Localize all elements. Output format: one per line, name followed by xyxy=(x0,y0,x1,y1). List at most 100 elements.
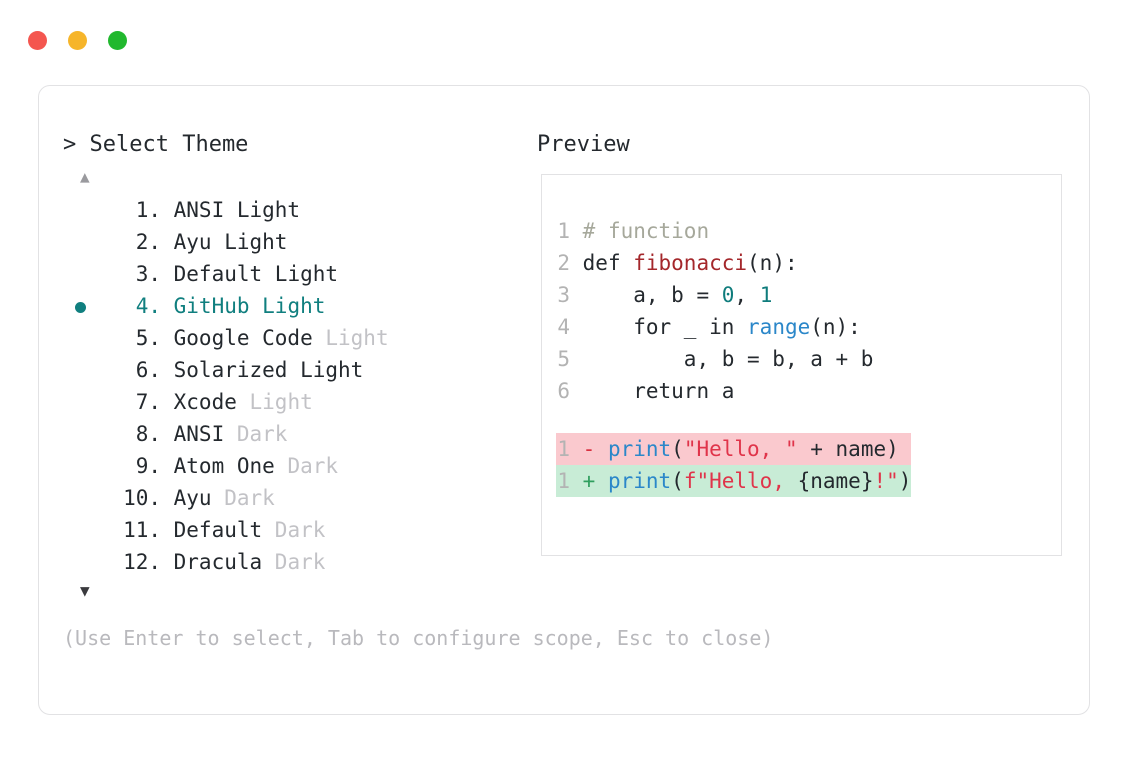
code-text: - print("Hello, " + name) xyxy=(570,437,899,461)
code-token: for _ in xyxy=(582,315,748,339)
code-text: + print(f"Hello, {name}!") xyxy=(570,469,912,493)
code-token: print xyxy=(607,437,672,461)
code-token: ( xyxy=(671,437,684,461)
maximize-button[interactable] xyxy=(108,31,127,50)
theme-list-item[interactable]: 4. GitHub Light xyxy=(63,290,533,322)
theme-item-variant: Light xyxy=(249,390,313,414)
theme-list-item[interactable]: 9. Atom One Dark xyxy=(63,450,533,482)
code-text: return a xyxy=(570,379,734,403)
theme-list-item[interactable]: 2. Ayu Light xyxy=(63,226,533,258)
code-text: # function xyxy=(570,219,709,243)
theme-list-item[interactable]: 10. Ayu Dark xyxy=(63,482,533,514)
code-text: def fibonacci(n): xyxy=(570,251,798,275)
diff-sign: + xyxy=(570,469,608,493)
preview-label: Preview xyxy=(537,132,630,157)
theme-item-number: 11. xyxy=(123,518,161,542)
line-number: 3 xyxy=(557,283,570,307)
theme-item-number: 5. xyxy=(135,326,161,350)
theme-list-item[interactable]: 12. Dracula Dark xyxy=(63,546,533,578)
theme-item-name: Ayu xyxy=(161,486,225,510)
scroll-down-icon[interactable]: ▼ xyxy=(80,581,90,600)
code-token: , xyxy=(734,283,760,307)
code-token: ) xyxy=(898,469,912,493)
theme-item-variant: Light xyxy=(300,358,364,382)
code-line: 2 def fibonacci(n): xyxy=(556,247,911,279)
theme-item-name: Ayu xyxy=(161,230,225,254)
code-token: def xyxy=(582,251,634,275)
code-token: fibonacci xyxy=(633,251,748,275)
close-button[interactable] xyxy=(28,31,47,50)
line-number: 5 xyxy=(557,347,570,371)
theme-item-name: Default xyxy=(161,262,275,286)
code-token: (n): xyxy=(810,315,861,339)
scroll-up-icon[interactable]: ▲ xyxy=(80,167,90,186)
theme-item-variant: Dark xyxy=(236,422,288,446)
code-line: 6 return a xyxy=(556,375,911,407)
theme-list-item[interactable]: 6. Solarized Light xyxy=(63,354,533,386)
keyboard-hint: (Use Enter to select, Tab to configure s… xyxy=(63,626,774,650)
theme-item-variant: Light xyxy=(224,230,288,254)
theme-item-name: Google Code xyxy=(161,326,326,350)
theme-item-name: Solarized xyxy=(161,358,301,382)
theme-item-variant: Light xyxy=(274,262,339,286)
theme-item-variant: Dark xyxy=(274,550,326,574)
code-token: # function xyxy=(582,219,710,243)
theme-list-item[interactable]: 8. ANSI Dark xyxy=(63,418,533,450)
theme-item-number: 12. xyxy=(123,550,161,574)
theme-item-number: 4. xyxy=(135,294,161,318)
code-token: ( xyxy=(671,469,684,493)
code-token: "Hello, " xyxy=(683,437,798,461)
theme-list-item[interactable]: 5. Google Code Light xyxy=(63,322,533,354)
page-title: > Select Theme xyxy=(63,132,249,157)
theme-item-number: 6. xyxy=(135,358,161,382)
minimize-button[interactable] xyxy=(68,31,87,50)
theme-list-item[interactable]: 3. Default Light xyxy=(63,258,533,290)
line-number: 2 xyxy=(557,251,570,275)
theme-item-name: Atom One xyxy=(161,454,288,478)
theme-item-number: 2. xyxy=(135,230,161,254)
theme-list-item[interactable]: 1. ANSI Light xyxy=(63,194,533,226)
line-number: 1 xyxy=(557,469,570,493)
code-token: print xyxy=(607,469,672,493)
theme-list-item[interactable]: 11. Default Dark xyxy=(63,514,533,546)
theme-item-name: ANSI xyxy=(161,198,237,222)
code-gap xyxy=(556,407,911,433)
theme-item-name: ANSI xyxy=(161,422,237,446)
line-number: 1 xyxy=(557,219,570,243)
theme-list-item[interactable]: 7. Xcode Light xyxy=(63,386,533,418)
code-line: 3 a, b = 0, 1 xyxy=(556,279,911,311)
code-text: for _ in range(n): xyxy=(570,315,861,339)
code-text: a, b = b, a + b xyxy=(570,347,874,371)
code-token: 1 xyxy=(759,283,773,307)
theme-item-name: Default xyxy=(161,518,275,542)
code-token: range xyxy=(747,315,811,339)
theme-item-variant: Light xyxy=(236,198,301,222)
selected-bullet-icon xyxy=(75,302,86,313)
theme-item-number: 7. xyxy=(135,390,161,414)
code-token: a, b = b, a + b xyxy=(582,347,874,371)
theme-item-variant: Dark xyxy=(287,454,339,478)
code-token: + name) xyxy=(797,437,899,461)
theme-item-name: Dracula xyxy=(161,550,275,574)
line-number: 6 xyxy=(557,379,570,403)
code-token: a, b = xyxy=(582,283,722,307)
diff-sign: - xyxy=(570,437,608,461)
code-line: 4 for _ in range(n): xyxy=(556,311,911,343)
code-token: {name} xyxy=(797,469,874,493)
code-token: return a xyxy=(582,379,735,403)
theme-item-variant: Dark xyxy=(224,486,275,510)
theme-item-number: 1. xyxy=(135,198,161,222)
code-token: (n): xyxy=(747,251,798,275)
theme-item-variant: Light xyxy=(262,294,326,318)
line-number: 4 xyxy=(557,315,570,339)
line-number: 1 xyxy=(557,437,570,461)
theme-item-variant: Dark xyxy=(274,518,326,542)
code-diff-line: 1 + print(f"Hello, {name}!") xyxy=(556,465,912,497)
code-token: 0 xyxy=(721,283,735,307)
theme-item-number: 9. xyxy=(135,454,161,478)
theme-item-variant: Light xyxy=(325,326,389,350)
theme-item-number: 10. xyxy=(123,486,161,510)
